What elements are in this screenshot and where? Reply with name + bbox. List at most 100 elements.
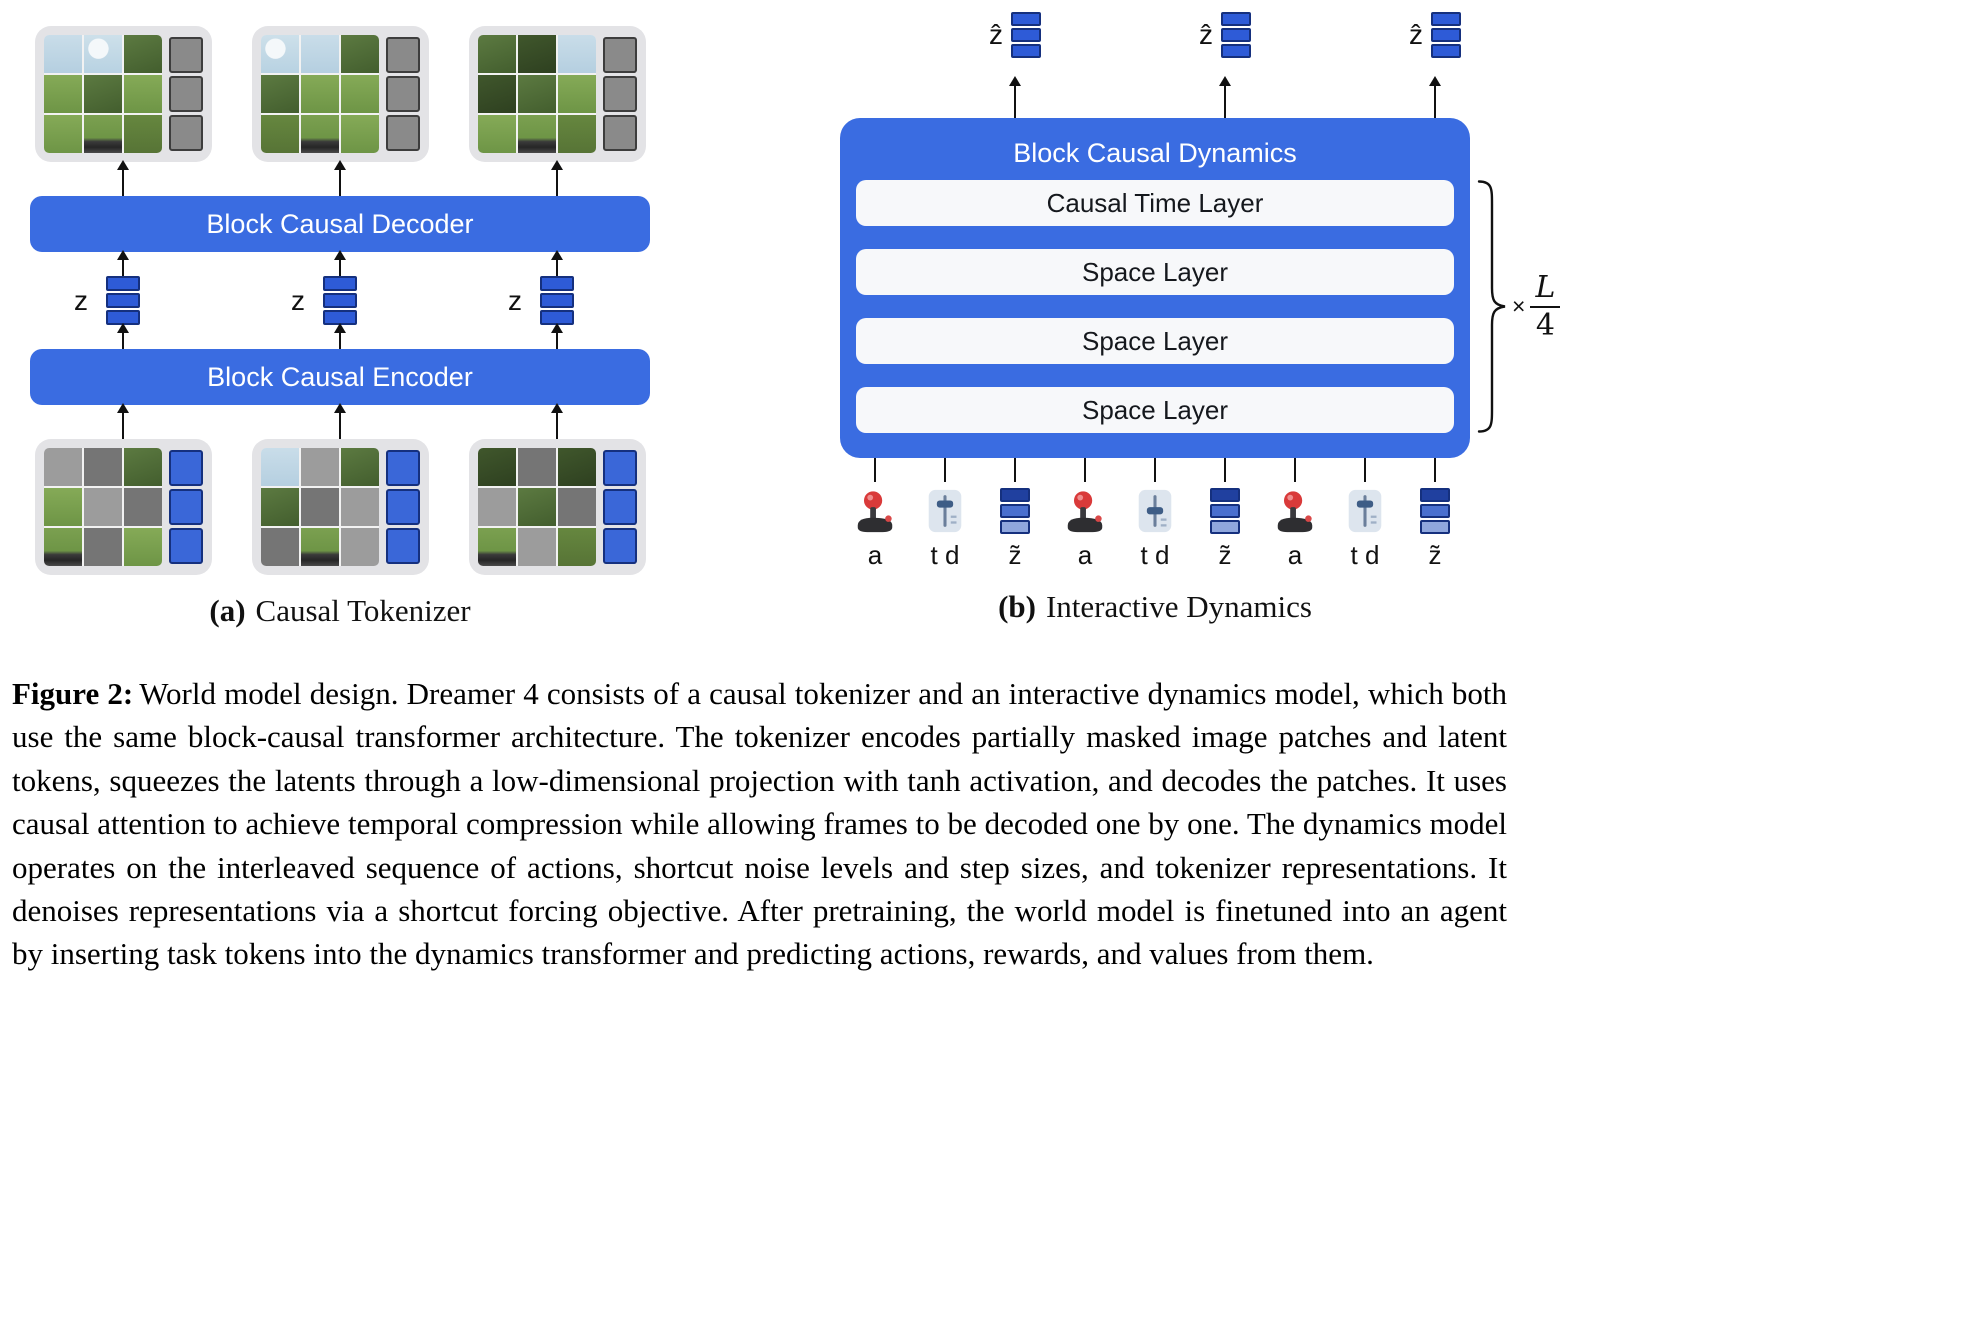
ztilde-label: z̃	[1428, 540, 1442, 570]
noise-step-label: t d	[930, 540, 960, 570]
image-patch	[340, 75, 379, 113]
input-connector-lines	[840, 458, 1470, 482]
image-patch	[43, 528, 82, 566]
up-arrow	[556, 252, 558, 276]
zhat-output-group: ẑ	[989, 12, 1041, 58]
image-patch	[83, 75, 122, 113]
connector-line	[1014, 458, 1016, 482]
predicted-latents-row: ẑ ẑ ẑ	[840, 10, 1470, 74]
caption-b-text: Interactive Dynamics	[1045, 589, 1312, 624]
zhat-label: ẑ	[1199, 19, 1213, 50]
masked-patch	[557, 488, 596, 526]
image-patch	[517, 35, 556, 73]
up-arrow	[339, 405, 341, 439]
gray-token-column	[168, 37, 203, 151]
input-icons-row	[840, 482, 1470, 534]
image-patch	[123, 35, 162, 73]
video-frame-output	[251, 26, 429, 162]
zhat-tokens	[1431, 12, 1461, 58]
figure-caption-text: World model design. Dreamer 4 consists o…	[12, 676, 1508, 972]
video-frame-output	[468, 26, 646, 162]
image-patch	[340, 115, 379, 153]
figure-caption-label: Figure 2:	[12, 676, 134, 711]
times-symbol: ×	[1512, 293, 1526, 319]
zhat-output-group: ẑ	[1199, 12, 1251, 58]
image-patch	[477, 448, 516, 486]
image-patch	[260, 75, 299, 113]
input-frame-cell	[247, 439, 433, 575]
connector-line	[1154, 458, 1156, 482]
latent-z-label: z	[291, 284, 305, 316]
slider-icon	[928, 489, 962, 533]
masked-patch	[43, 448, 82, 486]
connector-line	[1084, 458, 1086, 482]
connector-line	[1224, 458, 1226, 482]
joystick-icon	[1067, 491, 1103, 533]
space-layer: Space Layer	[856, 387, 1454, 433]
connector-line	[874, 458, 876, 482]
repeat-brace	[1477, 180, 1506, 433]
action-label: a	[1287, 540, 1303, 570]
zhat-tokens	[1011, 12, 1041, 58]
image-patch-grid	[260, 35, 379, 153]
action-label: a	[867, 540, 883, 570]
caption-a: (a)Causal Tokenizer	[30, 593, 650, 629]
image-patch	[477, 115, 516, 153]
ztilde-label: z̃	[1008, 540, 1022, 570]
latent-z-tokens	[540, 276, 574, 325]
zhat-label: ẑ	[1409, 19, 1423, 50]
image-patch	[477, 35, 516, 73]
image-patch	[517, 488, 556, 526]
masked-patch	[340, 528, 379, 566]
masked-patch	[517, 528, 556, 566]
slider-icon	[1348, 489, 1382, 533]
image-patch	[260, 35, 299, 73]
latent-z-group: z	[291, 276, 357, 325]
up-arrow	[556, 405, 558, 439]
joystick-icon	[1277, 491, 1313, 533]
connector-line	[944, 458, 946, 482]
image-patch	[260, 115, 299, 153]
latent-z-group: z	[508, 276, 574, 325]
image-patch	[43, 75, 82, 113]
latent-z-tokens	[106, 276, 140, 325]
image-patch	[260, 448, 299, 486]
image-patch	[300, 75, 339, 113]
gray-token-column	[602, 37, 637, 151]
figure-caption: Figure 2:World model design. Dreamer 4 c…	[12, 672, 1507, 976]
image-patch	[43, 35, 82, 73]
input-labels-row: a t d z̃ a t d z̃ a t d z̃	[840, 540, 1470, 571]
up-arrow	[122, 405, 124, 439]
masked-patch-grid	[260, 448, 379, 566]
image-patch	[477, 75, 516, 113]
image-patch	[557, 115, 596, 153]
noise-step-label: t d	[1140, 540, 1170, 570]
block-causal-decoder-bar: Block Causal Decoder	[30, 196, 650, 252]
gray-token-column	[385, 37, 420, 151]
zhat-tokens	[1221, 12, 1251, 58]
up-arrow	[1014, 78, 1016, 118]
repeat-count: × L 4	[1512, 180, 1561, 433]
masked-patch	[477, 488, 516, 526]
caption-a-tag: (a)	[209, 593, 246, 628]
image-patch	[123, 448, 162, 486]
panel-causal-tokenizer: Block Causal Decoder z z z	[30, 26, 650, 629]
up-arrow	[122, 252, 124, 276]
latent-tokens-icon	[1420, 488, 1450, 534]
image-patch-grid	[43, 35, 162, 153]
latent-tokens-icon	[1000, 488, 1030, 534]
ztilde-label: z̃	[1218, 540, 1232, 570]
image-patch	[43, 115, 82, 153]
image-patch	[43, 488, 82, 526]
masked-patch	[83, 528, 122, 566]
image-patch	[477, 528, 516, 566]
input-frame-cell	[464, 439, 650, 575]
joystick-icon	[857, 491, 893, 533]
image-patch	[123, 528, 162, 566]
image-patch	[557, 75, 596, 113]
video-frame-masked	[251, 439, 429, 575]
slider-icon	[1138, 489, 1172, 533]
fraction-denominator: 4	[1535, 307, 1555, 343]
masked-patch	[123, 488, 162, 526]
up-arrow	[122, 162, 124, 196]
